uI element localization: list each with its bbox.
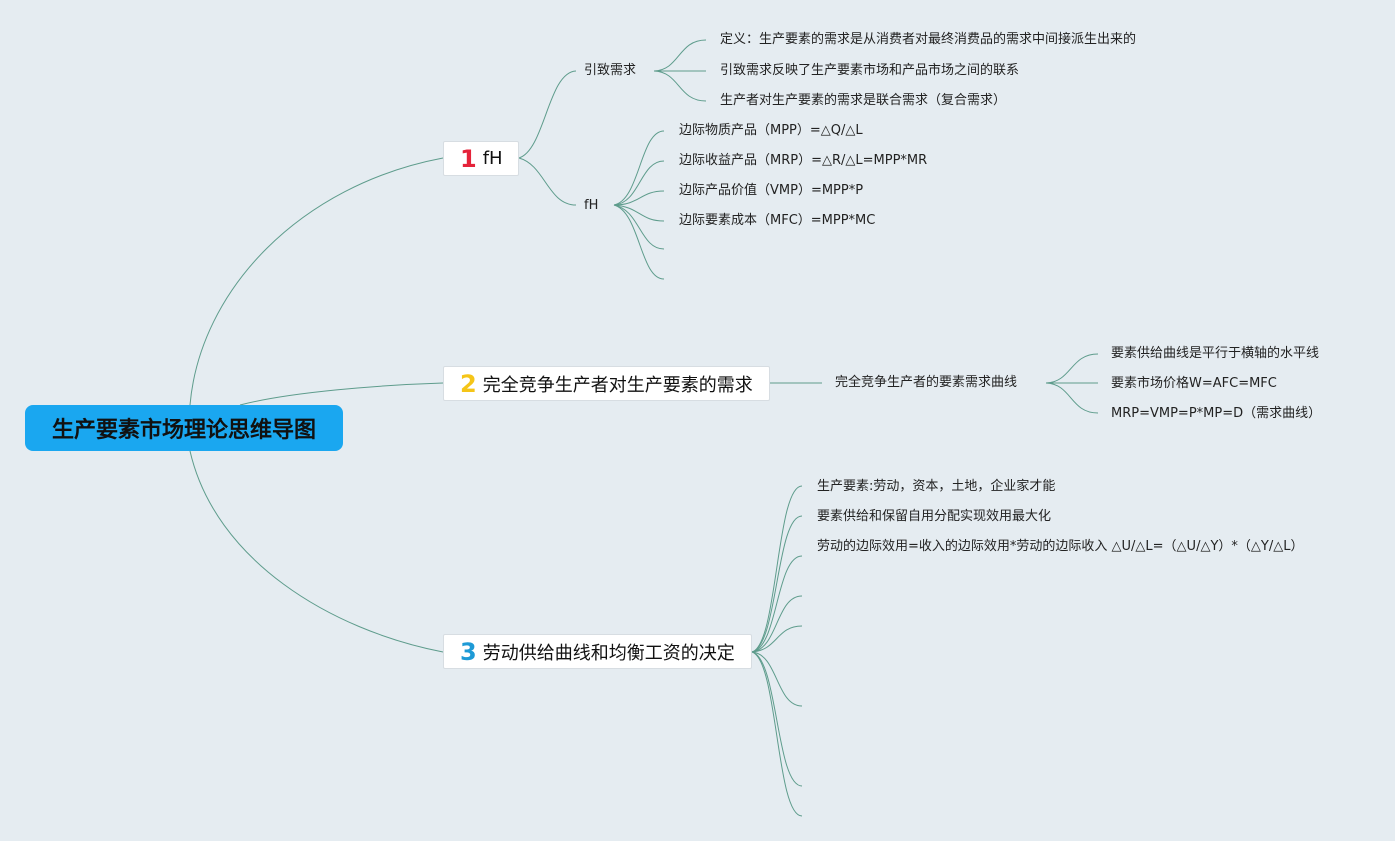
leaf-mrp-vmp[interactable]: MRP=VMP=P*MP=D（需求曲线） [1111, 406, 1322, 421]
leaf-marginal-utility[interactable]: 劳动的边际效用=收入的边际效用*劳动的边际收入 △U/△L=（△U/△Y）*（△… [817, 539, 1304, 554]
topic-2-label: 完全竞争生产者对生产要素的需求 [482, 374, 753, 396]
topic-3-label: 劳动供给曲线和均衡工资的决定 [482, 642, 735, 664]
link-topic1-fh [518, 157, 577, 206]
number-3-badge: 3 [460, 637, 477, 666]
topic-3[interactable]: 3 劳动供给曲线和均衡工资的决定 [443, 634, 752, 669]
subtopic-fh[interactable]: fH [584, 198, 599, 213]
link-root-topic1 [189, 157, 444, 406]
link-topic1-yinzhi [518, 70, 577, 159]
subtopic-demand-curve[interactable]: 完全竞争生产者的要素需求曲线 [835, 375, 1018, 390]
topic-2[interactable]: 2 完全竞争生产者对生产要素的需求 [443, 366, 770, 401]
topic-1[interactable]: 1 fH [443, 141, 519, 176]
leaf-linkage[interactable]: 引致需求反映了生产要素市场和产品市场之间的联系 [720, 63, 1020, 78]
leaf-mfc[interactable]: 边际要素成本（MFC）=MPP*MC [679, 213, 876, 228]
link-root-topic3 [189, 450, 444, 653]
root-topic[interactable]: 生产要素市场理论思维导图 [25, 405, 343, 451]
leaf-mpp[interactable]: 边际物质产品（MPP）=△Q/△L [679, 123, 863, 138]
subtopic-yinzhi-xuqiu[interactable]: 引致需求 [584, 63, 637, 78]
link-root-topic2 [239, 382, 444, 406]
number-1-badge: 1 [460, 144, 477, 173]
leaf-vmp[interactable]: 边际产品价值（VMP）=MPP*P [679, 183, 864, 198]
leaf-utility-max[interactable]: 要素供给和保留自用分配实现效用最大化 [817, 509, 1052, 524]
number-2-badge: 2 [460, 369, 477, 398]
root-title: 生产要素市场理论思维导图 [51, 418, 316, 443]
leaf-supply-horizontal[interactable]: 要素供给曲线是平行于横轴的水平线 [1111, 346, 1320, 361]
leaf-joint-demand[interactable]: 生产者对生产要素的需求是联合需求（复合需求） [720, 93, 1007, 108]
leaf-mrp[interactable]: 边际收益产品（MRP）=△R/△L=MPP*MR [679, 153, 928, 168]
leaf-market-price[interactable]: 要素市场价格W=AFC=MFC [1111, 376, 1277, 391]
leaf-definition[interactable]: 定义：生产要素的需求是从消费者对最终消费品的需求中间接派生出来的 [720, 32, 1137, 47]
leaf-factors[interactable]: 生产要素:劳动，资本，土地，企业家才能 [817, 479, 1056, 494]
topic-1-label: fH [482, 148, 503, 169]
